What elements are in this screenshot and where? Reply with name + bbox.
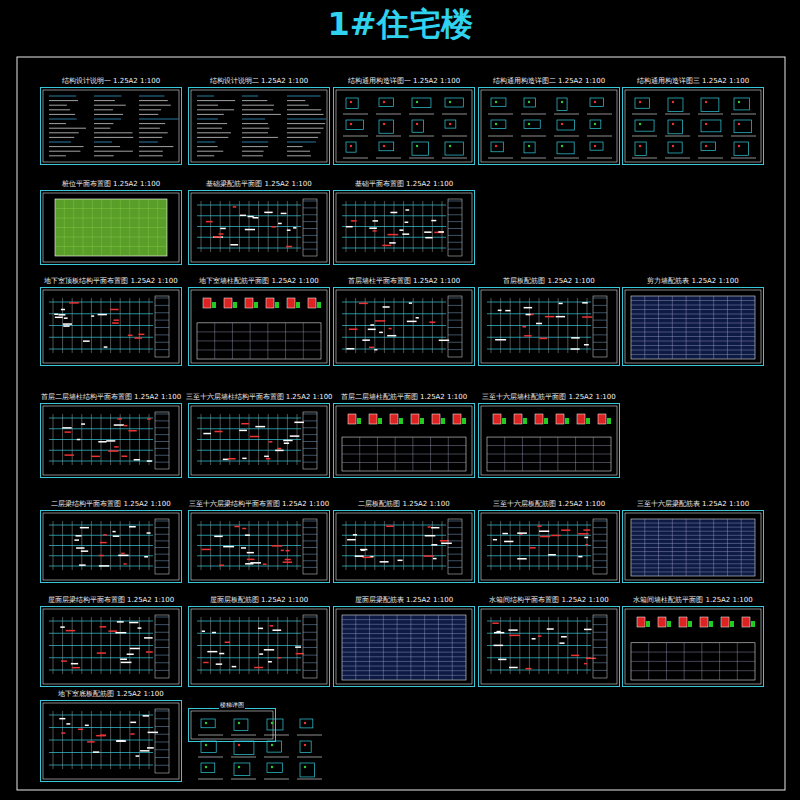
sheet-drawing [625,609,761,684]
drawing-sheet: 首层板配筋图 1.25A2 1:100 [478,287,620,366]
sheet-drawing [191,290,327,363]
sheet-title: 屋面层梁结构平面布置图 1.25A2 1:100 [47,596,175,605]
drawing-sheet: 三至十六层梁结构平面布置图 1.25A2 1:100 [188,510,330,583]
drawing-sheet: 水箱间结构平面布置图 1.25A2 1:100 [478,606,620,687]
sheet-title: 首层二层墙柱配筋平面图 1.25A2 1:100 [340,393,468,402]
outer-frame [17,57,785,790]
drawing-sheet: 地下室墙柱配筋平面图 1.25A2 1:100 [188,287,330,366]
sheet-title: 三至十六层梁配筋表 1.25A2 1:100 [636,500,750,509]
sheet-drawing [43,609,179,684]
sheet-title: 三至十六层板配筋图 1.25A2 1:100 [492,500,606,509]
sheet-drawing [481,513,617,580]
drawing-sheet: 首层二层墙柱结构平面布置图 1.25A2 1:100 [40,403,182,478]
sheet-title: 屋面层梁配筋表 1.25A2 1:100 [354,596,454,605]
sheet-drawing [191,513,327,580]
drawing-sheet: 剪力墙配筋表 1.25A2 1:100 [622,287,764,366]
sheet-drawing [481,290,617,363]
sheet-drawing [43,90,179,162]
sheet-title: 结构通用构造详图二 1.25A2 1:100 [492,77,606,86]
sheet-drawing [625,90,761,162]
sheet-drawing [336,90,472,162]
sheet-drawing [336,609,472,684]
sheet-drawing [481,90,617,162]
sheet-drawing [43,703,179,779]
sheet-title: 三至十六层墙柱配筋平面图 1.25A2 1:100 [481,393,616,402]
sheet-title: 水箱间墙柱配筋平面图 1.25A2 1:100 [632,596,753,605]
drawing-sheet: 三至十六层墙柱结构平面布置图 1.25A2 1:100 [188,403,330,478]
drawing-sheet: 屋面层梁配筋表 1.25A2 1:100 [333,606,475,687]
sheet-title: 地下室顶板结构平面布置图 1.25A2 1:100 [43,277,178,286]
sheet-drawing [625,513,761,580]
sheet-title: 基础平面布置图 1.25A2 1:100 [354,180,454,189]
sheet-title: 二层板配筋图 1.25A2 1:100 [357,500,450,509]
sheet-drawing [191,193,327,262]
sheet-title: 地下室底板配筋图 1.25A2 1:100 [57,690,164,699]
drawing-sheet: 结构设计说明二 1.25A2 1:100 [188,87,330,165]
sheet-title: 楼梯详图 [219,700,245,709]
drawing-sheet: 屋面层板配筋图 1.25A2 1:100 [188,606,330,687]
drawing-sheet: 屋面层梁结构平面布置图 1.25A2 1:100 [40,606,182,687]
sheet-drawing [336,513,472,580]
sheet-title: 二层梁结构平面布置图 1.25A2 1:100 [50,500,171,509]
sheet-title: 地下室墙柱配筋平面图 1.25A2 1:100 [198,277,319,286]
sheet-title: 结构设计说明一 1.25A2 1:100 [61,77,161,86]
sheet-drawing [481,406,617,475]
sheet-drawing [336,193,472,262]
drawing-sheet: 二层梁结构平面布置图 1.25A2 1:100 [40,510,182,583]
sheet-title: 首层板配筋图 1.25A2 1:100 [502,277,595,286]
drawing-sheet: 基础梁配筋平面图 1.25A2 1:100 [188,190,330,265]
drawing-sheet: 水箱间墙柱配筋平面图 1.25A2 1:100 [622,606,764,687]
drawing-sheet: 基础平面布置图 1.25A2 1:100 [333,190,475,265]
drawing-sheet: 结构通用构造详图一 1.25A2 1:100 [333,87,475,165]
sheet-drawing [191,90,327,162]
sheet-title: 首层墙柱平面布置图 1.25A2 1:100 [347,277,461,286]
drawing-sheet: 三至十六层板配筋图 1.25A2 1:100 [478,510,620,583]
sheet-drawing [625,290,761,363]
drawing-sheet: 首层二层墙柱配筋平面图 1.25A2 1:100 [333,403,475,478]
drawing-sheet: 楼梯详图 [188,708,276,742]
sheet-drawing [43,513,179,580]
drawing-sheet: 首层墙柱平面布置图 1.25A2 1:100 [333,287,475,366]
drawing-sheet: 三至十六层墙柱配筋平面图 1.25A2 1:100 [478,403,620,478]
sheet-title: 三至十六层梁结构平面布置图 1.25A2 1:100 [188,500,330,509]
drawing-sheet: 结构通用构造详图三 1.25A2 1:100 [622,87,764,165]
sheet-drawing [191,609,327,684]
sheet-title: 结构设计说明二 1.25A2 1:100 [209,77,309,86]
sheet-title: 水箱间结构平面布置图 1.25A2 1:100 [488,596,609,605]
drawing-sheet: 三至十六层梁配筋表 1.25A2 1:100 [622,510,764,583]
sheet-drawing [43,193,179,262]
sheet-drawing [481,609,617,684]
sheet-title: 结构通用构造详图三 1.25A2 1:100 [636,77,750,86]
drawing-sheet: 地下室底板配筋图 1.25A2 1:100 [40,700,182,782]
sheet-drawing [43,406,179,475]
sheet-title: 桩位平面布置图 1.25A2 1:100 [61,180,161,189]
drawing-sheet: 二层板配筋图 1.25A2 1:100 [333,510,475,583]
sheet-title: 屋面层板配筋图 1.25A2 1:100 [209,596,309,605]
drawing-sheet: 桩位平面布置图 1.25A2 1:100 [40,190,182,265]
sheet-drawing [191,711,322,779]
sheet-drawing [43,290,179,363]
sheet-title: 剪力墙配筋表 1.25A2 1:100 [646,277,739,286]
sheet-title: 三至十六层墙柱结构平面布置图 1.25A2 1:100 [185,393,334,402]
sheet-drawing [191,406,327,475]
drawing-sheet: 地下室顶板结构平面布置图 1.25A2 1:100 [40,287,182,366]
page-title: 1#住宅楼 [0,4,800,44]
drawing-sheet: 结构通用构造详图二 1.25A2 1:100 [478,87,620,165]
sheet-drawing [336,290,472,363]
drawing-sheet: 结构设计说明一 1.25A2 1:100 [40,87,182,165]
sheet-title: 基础梁配筋平面图 1.25A2 1:100 [205,180,312,189]
sheet-drawing [336,406,472,475]
sheet-title: 首层二层墙柱结构平面布置图 1.25A2 1:100 [40,393,182,402]
sheet-title: 结构通用构造详图一 1.25A2 1:100 [347,77,461,86]
